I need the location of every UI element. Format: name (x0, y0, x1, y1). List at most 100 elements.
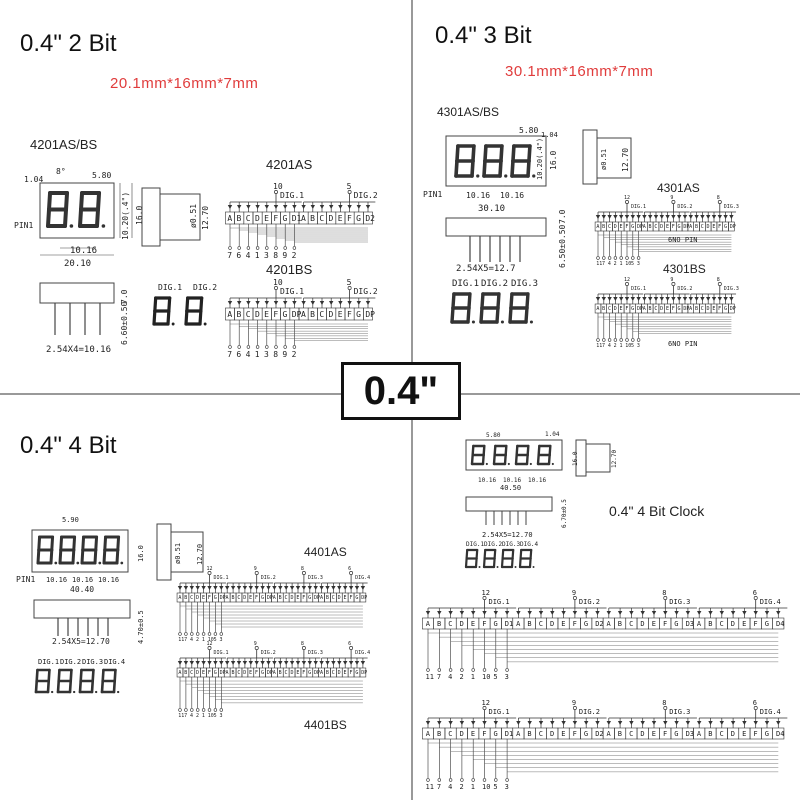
segment-letter: C (701, 224, 704, 230)
common-pin-number: 8 (662, 589, 666, 597)
part-4401bs: 4401BS (304, 718, 347, 732)
segment-letter: E (202, 595, 205, 601)
segment-letter: A (606, 620, 611, 628)
dim-10-20-label: 10.20(.4") (121, 192, 130, 240)
segment-letter: B (708, 620, 712, 628)
digit-label: DIG.1 (214, 575, 229, 581)
decimal-point (485, 462, 488, 466)
segment-letter: D (243, 595, 246, 601)
segment-letter: DP (730, 224, 736, 230)
segment-letter: F (625, 306, 628, 312)
segment-letter: E (202, 670, 205, 676)
segment-letter: E (471, 730, 475, 738)
decimal-point (476, 174, 480, 178)
dim-16-0-label: 16.0 (135, 206, 144, 225)
segment-letter: A (596, 306, 599, 312)
segment-letter: A (516, 730, 521, 738)
segment-letter: D (329, 214, 334, 223)
pin-number: 7 (184, 637, 187, 643)
pin-number: 5 (631, 261, 634, 267)
segment-letter: B (279, 595, 282, 601)
pin-number: 7 (227, 251, 232, 260)
dim-5-80-label: 5.80 (92, 171, 111, 180)
pin-number: 1 (255, 350, 260, 359)
segment-letter: G (356, 214, 361, 223)
seven-segment-digit (508, 292, 533, 324)
decimal-point (120, 561, 124, 565)
digit-label: DIG.2 (354, 287, 378, 296)
segment-letter: C (246, 214, 251, 223)
pin-number: 7 (437, 673, 441, 681)
segment-letter: DP (292, 310, 302, 319)
segment-letter: A (273, 595, 276, 601)
three-bit-side-view: ø0.51 12.70 (582, 129, 632, 185)
seven-segment-digit (470, 444, 488, 466)
segment-letter: F (663, 620, 667, 628)
pin-number: 9 (282, 251, 287, 260)
segment-letter: DP (637, 224, 643, 230)
digit-label: DIG.2 (677, 204, 692, 210)
segment-letter: A (643, 306, 646, 312)
dim-12-70-label: 12.70 (201, 206, 210, 230)
pitch-label: 2.54X5=12.7 (456, 264, 516, 274)
seven-segment-digit (80, 535, 102, 565)
digit-label: DIG.1 (631, 286, 646, 292)
segment-letter: G (493, 730, 497, 738)
decimal-point (471, 320, 475, 324)
dim-12-70-label: 12.70 (621, 148, 630, 172)
segment-letter: D1 (292, 214, 302, 223)
segment-letter: A (227, 214, 232, 223)
dim-7-0-label: 7.0 (120, 289, 129, 304)
segment-letter: C (629, 730, 633, 738)
seven-segment-digit (514, 444, 532, 466)
no-pin-note: 6NO PIN (668, 236, 698, 244)
pin-number: 11 (596, 261, 602, 267)
pin-number: 3 (220, 713, 223, 719)
pin-number: 6 (236, 350, 241, 359)
segment-letter: E (338, 310, 343, 319)
decimal-point (69, 224, 74, 228)
pin-number: 3 (264, 251, 269, 260)
segment-letter: G (678, 224, 681, 230)
dim-lead-label: 6.70±0.5 (561, 499, 568, 528)
dim-20-10-label: 20.10 (64, 259, 91, 269)
pin-number: 9 (282, 350, 287, 359)
segment-letter: D2 (595, 620, 603, 628)
pin-number: 1 (255, 251, 260, 260)
segment-letter: D (255, 310, 260, 319)
segment-letter: D (640, 730, 644, 738)
common-pin-number: 5 (347, 278, 352, 287)
two-bit-side-view: ø0.51 12.70 (141, 187, 210, 247)
digit-label: DIG.3 (724, 204, 739, 210)
common-pin-number: 12 (207, 566, 213, 572)
segment-letter: D (290, 595, 293, 601)
dig3-label: DIG.3 (502, 541, 520, 548)
segment-letter: A (226, 595, 229, 601)
segment-letter: E (249, 670, 252, 676)
digit-label: DIG.4 (760, 598, 781, 606)
dig2-label: DIG.2 (193, 283, 217, 292)
segment-letter: F (273, 214, 278, 223)
segment-letter: DP (683, 224, 689, 230)
pin-number: 11 (596, 343, 602, 349)
pin-number: 10 (208, 713, 214, 719)
digit-label: DIG.1 (489, 708, 510, 716)
seven-segment-digit (518, 548, 535, 569)
clock-side-view: 12.70 (575, 439, 618, 477)
segment-letter: DP (267, 595, 273, 601)
pin-number: 2 (459, 673, 463, 681)
segment-letter: F (302, 670, 305, 676)
segment-letter: F (208, 595, 211, 601)
segment-letter: A (273, 670, 276, 676)
segment-letter: D3 (686, 730, 694, 738)
pin-number: 6 (236, 251, 241, 260)
segment-letter: DP (314, 595, 320, 601)
common-pin-number: 8 (301, 641, 304, 647)
segment-letter: A (426, 730, 431, 738)
dim-8deg-label: 8° (56, 167, 66, 176)
segment-letter: E (561, 730, 565, 738)
pin-number: 1 (619, 343, 622, 349)
